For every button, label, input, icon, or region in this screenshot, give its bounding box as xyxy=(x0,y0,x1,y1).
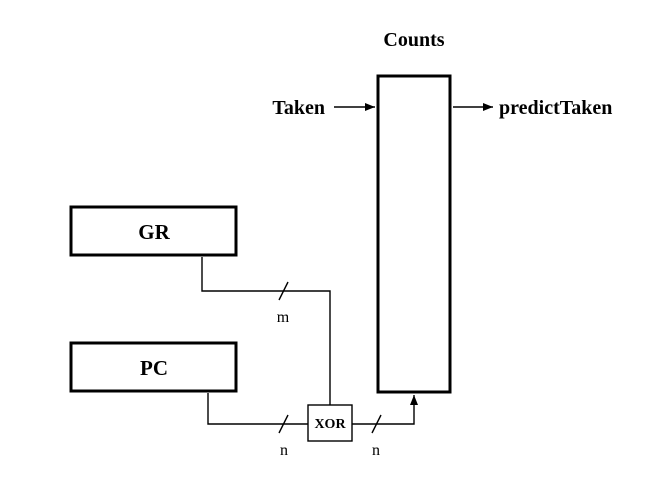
counts-title: Counts xyxy=(383,29,444,51)
pc-bus-width-label: n xyxy=(280,442,288,459)
taken-label: Taken xyxy=(272,97,325,119)
xor-label: XOR xyxy=(314,417,346,432)
pc-register xyxy=(69,341,238,393)
gr-bus-width-label: m xyxy=(277,309,290,326)
xor-output-wire xyxy=(352,395,418,425)
gr-bus-slash xyxy=(278,281,289,301)
pc-bus-wire xyxy=(207,393,308,425)
counts-table xyxy=(376,74,452,394)
xor-output-width-label: n xyxy=(372,442,380,459)
pc-label: PC xyxy=(140,356,168,380)
predict-taken-label: predictTaken xyxy=(499,97,612,119)
xor-gate xyxy=(307,404,353,442)
gr-bus-wire xyxy=(201,257,331,405)
pc-bus-slash xyxy=(278,414,289,434)
xor-output-slash xyxy=(371,414,382,434)
gr-register xyxy=(69,205,238,257)
gr-label: GR xyxy=(138,220,170,244)
